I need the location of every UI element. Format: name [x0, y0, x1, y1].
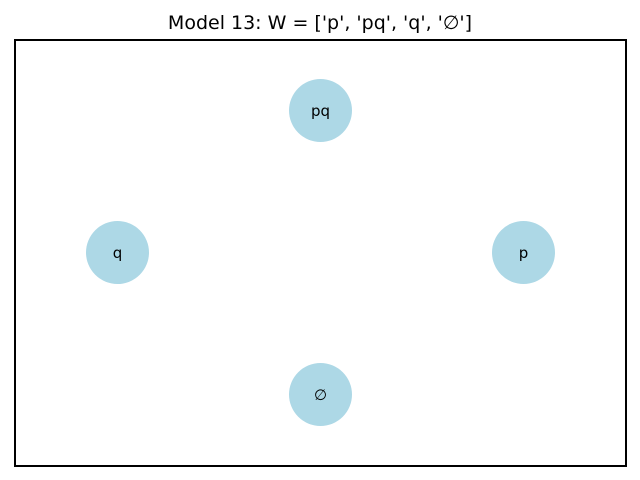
diagram-frame	[14, 39, 627, 467]
world-node-pq: pq	[289, 79, 352, 142]
node-label-q: q	[112, 243, 123, 262]
world-node-p: p	[492, 221, 555, 284]
node-label-p: p	[518, 243, 529, 262]
node-label-empty: ∅	[313, 385, 328, 404]
node-label-pq: pq	[310, 101, 331, 120]
world-node-q: q	[86, 221, 149, 284]
world-node-empty: ∅	[289, 363, 352, 426]
diagram-title: Model 13: W = ['p', 'pq', 'q', '∅']	[167, 12, 473, 34]
